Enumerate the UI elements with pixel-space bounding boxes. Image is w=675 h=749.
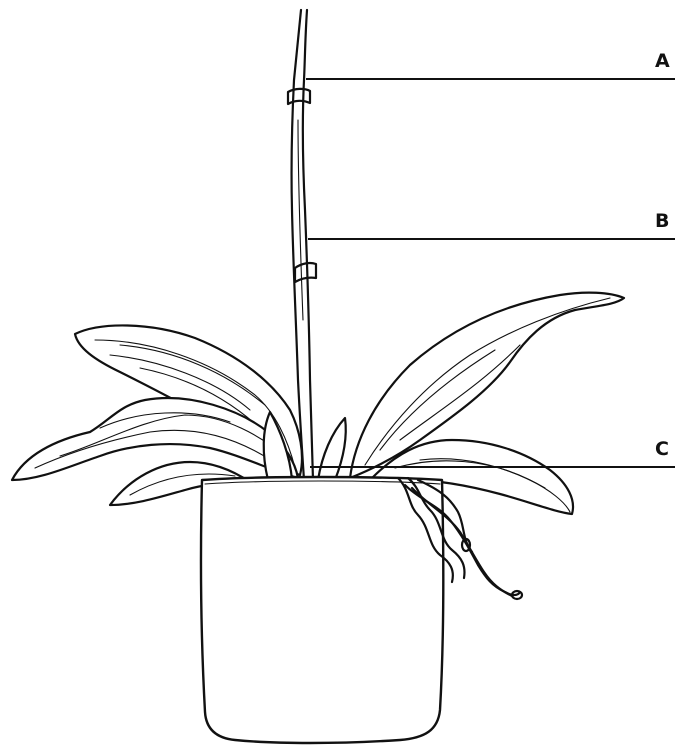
label-b: B xyxy=(655,210,669,232)
label-a: A xyxy=(655,50,670,72)
flower-spike xyxy=(292,10,313,480)
stem-clip-lower xyxy=(295,263,316,282)
label-c: C xyxy=(655,438,669,460)
leaf-inner-right xyxy=(318,418,346,480)
flower-pot xyxy=(201,477,443,743)
stem-clip-upper xyxy=(288,89,310,104)
